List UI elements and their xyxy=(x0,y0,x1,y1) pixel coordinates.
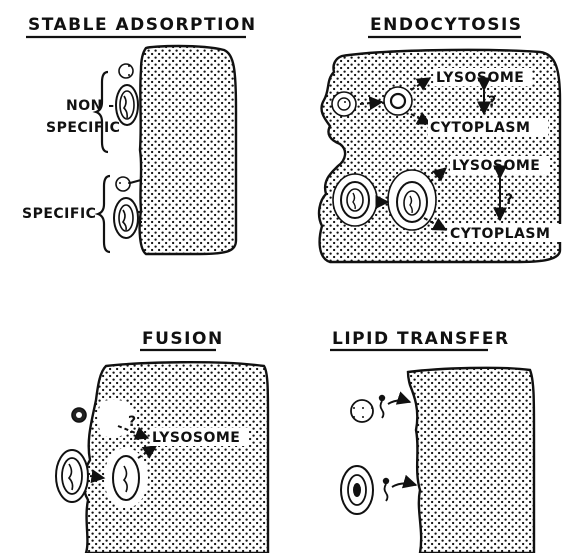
brace-specific xyxy=(98,176,110,252)
particle-large-liposome xyxy=(341,466,373,514)
particle-large-specific xyxy=(114,198,138,238)
particle-small xyxy=(119,64,133,78)
label-nonspecific-line2: SPECIFIC xyxy=(46,120,120,136)
particle-small-specific xyxy=(116,177,130,191)
panel-title-stable-adsorption: STABLE ADSORPTION xyxy=(28,15,257,35)
panel-lipid-transfer: LIPID TRANSFER xyxy=(330,329,534,553)
particle-small xyxy=(351,400,373,422)
label-question: ? xyxy=(128,414,137,430)
label-cytoplasm: CYTOPLASM xyxy=(430,120,530,136)
label-cytoplasm: CYTOPLASM xyxy=(450,226,550,242)
panel-stable-adsorption: STABLE ADSORPTION NON - SPECIFIC SPECIFI… xyxy=(22,15,257,254)
panel-title-fusion: FUSION xyxy=(142,329,224,349)
arrow-lipid-transfer xyxy=(392,483,416,487)
lipid-molecule xyxy=(379,395,385,418)
receptor-link xyxy=(130,180,141,183)
panel-title-lipid-transfer: LIPID TRANSFER xyxy=(332,329,510,349)
lipid-molecule xyxy=(383,478,389,501)
label-question: ? xyxy=(488,94,497,110)
cell-membrane-surface xyxy=(408,368,534,553)
label-lysosome: LYSOSOME xyxy=(452,158,540,174)
panel-title-endocytosis: ENDOCYTOSIS xyxy=(370,15,523,35)
label-specific: SPECIFIC xyxy=(22,206,96,222)
particle-small xyxy=(338,98,350,110)
panel-endocytosis: ENDOCYTOSIS LYSOSOME CYTOPLASM xyxy=(319,15,562,262)
arrow-lipid-transfer xyxy=(388,400,410,404)
label-question: ? xyxy=(505,192,514,208)
particle-large-liposome xyxy=(116,85,138,125)
label-nonspecific-line1: NON - xyxy=(66,98,115,114)
label-lysosome: LYSOSOME xyxy=(152,430,240,446)
label-lysosome: LYSOSOME xyxy=(436,70,524,86)
panel-fusion: FUSION LYSOSOME ? xyxy=(56,329,268,553)
endocytic-vesicle xyxy=(384,87,412,115)
particle-large-fusing xyxy=(56,450,88,502)
particle-core xyxy=(76,412,82,418)
cell-membrane-surface xyxy=(140,46,236,254)
